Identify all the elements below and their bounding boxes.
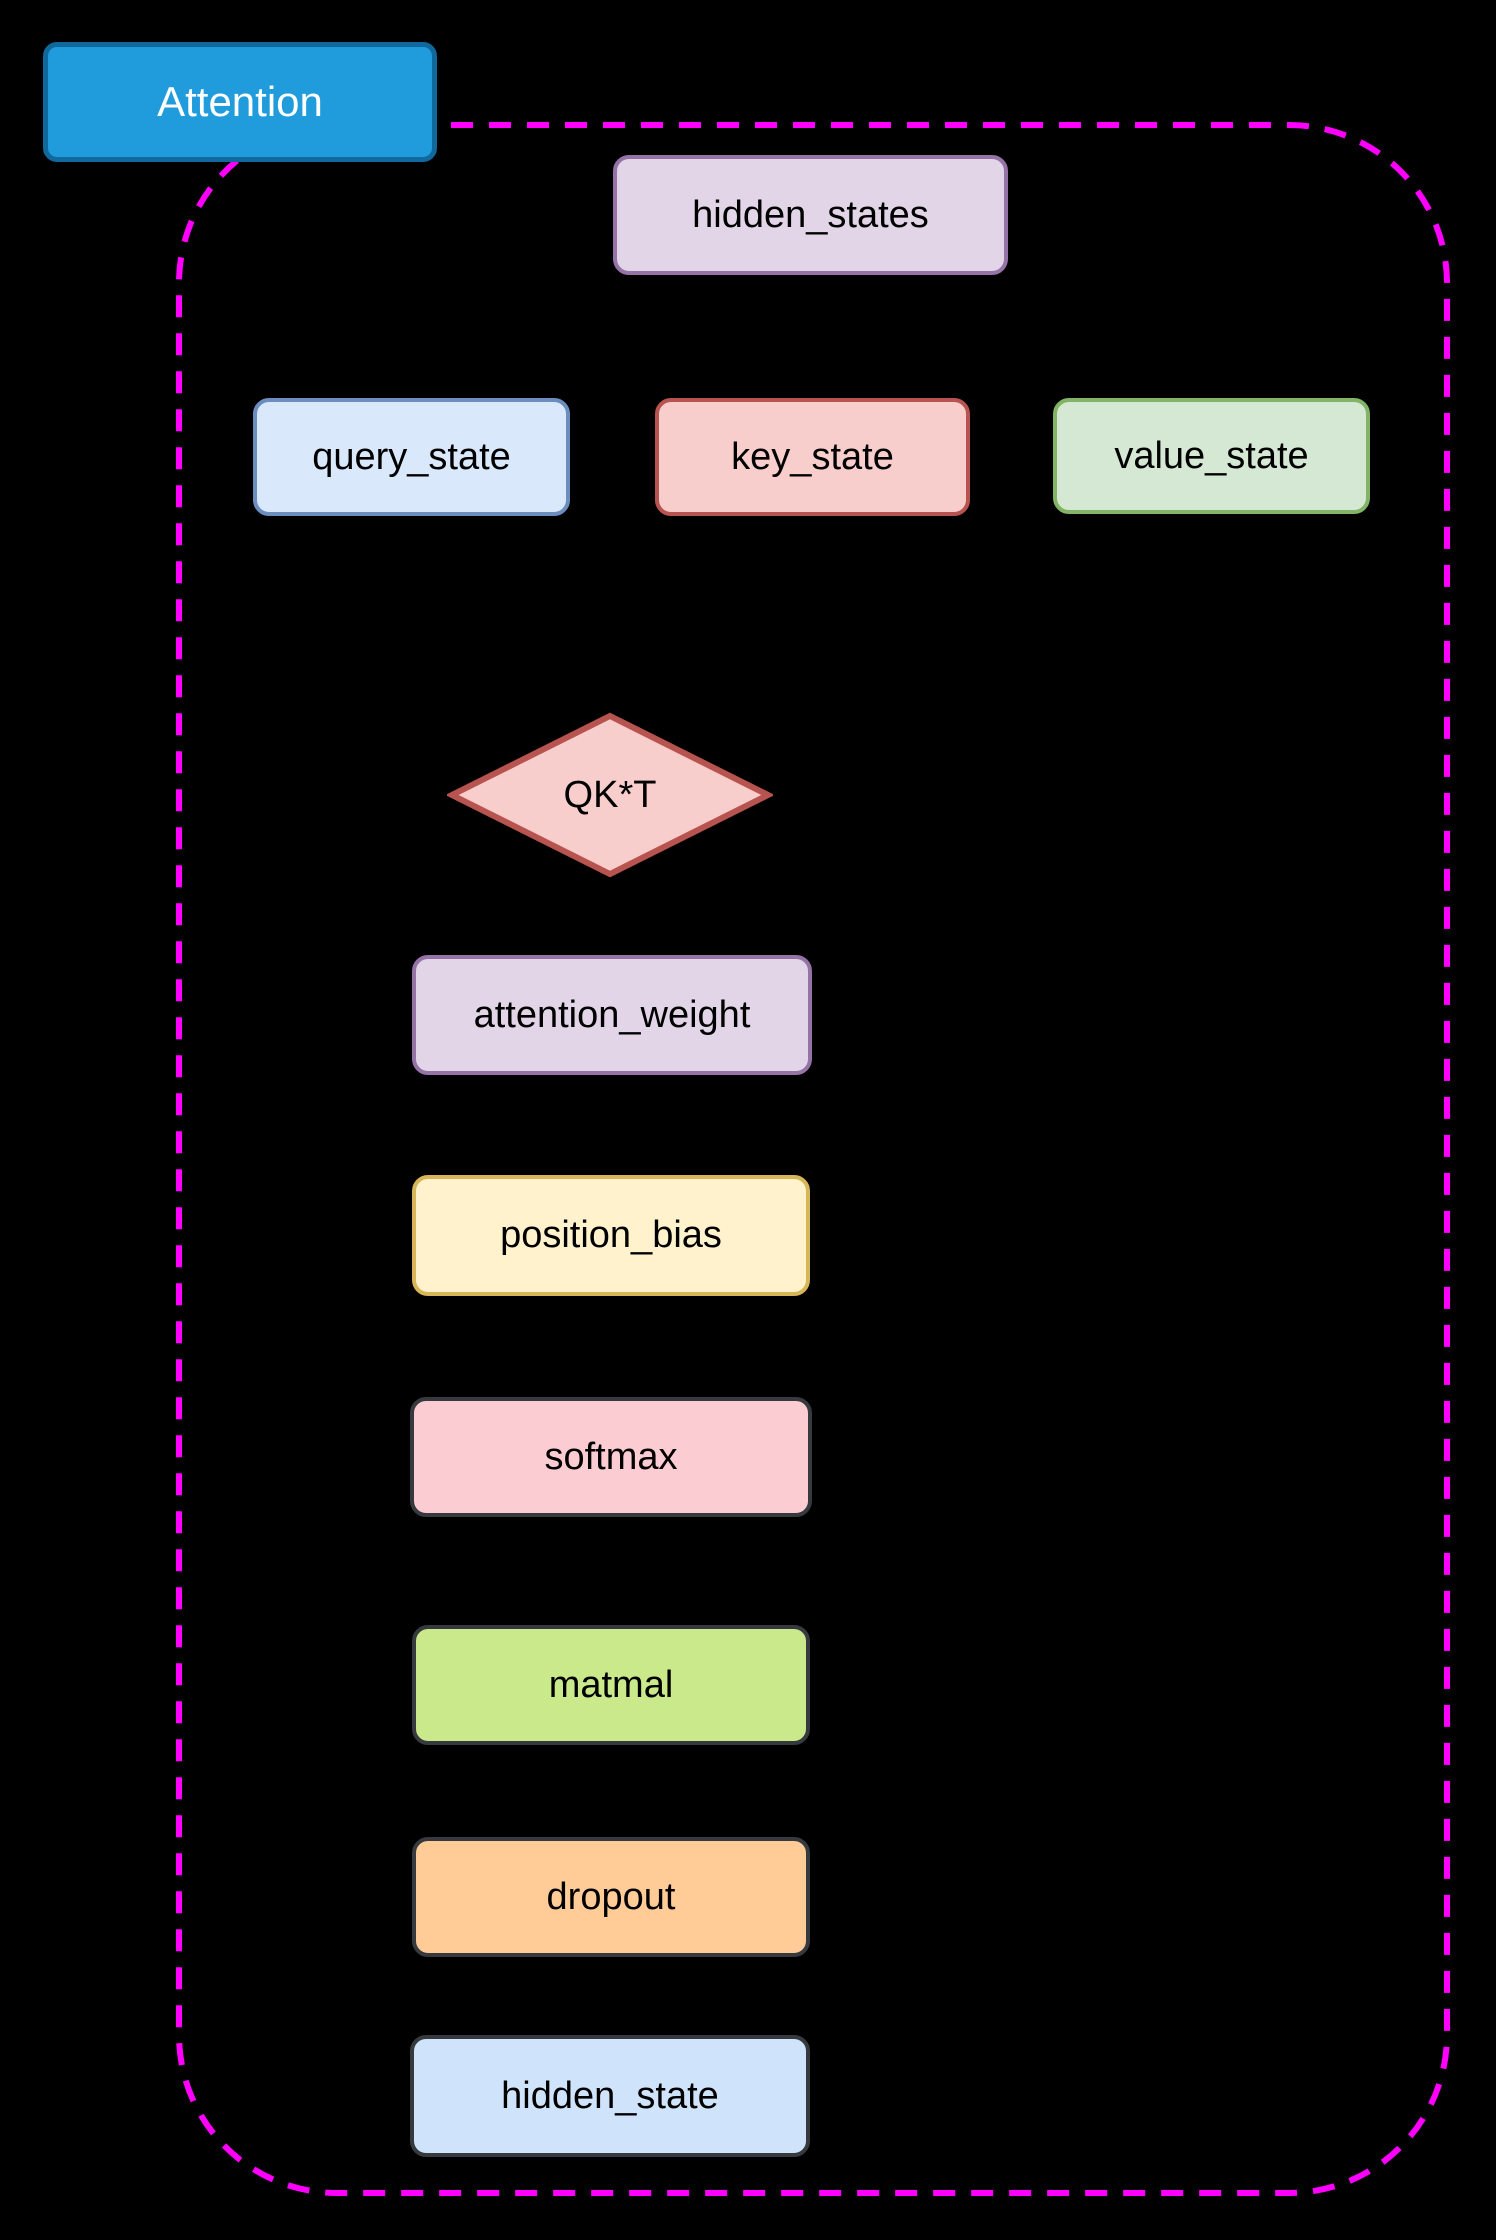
node-softmax-label: softmax [544,1435,678,1478]
node-qkt: QK*T [447,712,773,878]
node-hidden-state-label: hidden_state [501,2074,719,2117]
attention-group-label-text: Attention [157,78,323,125]
attention-group-border [176,122,1450,2196]
node-hidden-states-label: hidden_states [692,193,929,236]
node-dropout-label: dropout [546,1875,676,1918]
node-position-bias: position_bias [412,1175,810,1296]
node-hidden-states: hidden_states [613,155,1008,275]
node-attention-weight-label: attention_weight [473,993,751,1036]
node-dropout: dropout [412,1837,810,1957]
qkt-diamond-shape [447,712,773,878]
node-key-state: key_state [655,398,970,516]
node-softmax: softmax [410,1397,812,1517]
node-attention-weight: attention_weight [412,955,812,1075]
attention-group-border-rect [176,122,1450,2196]
node-hidden-state: hidden_state [410,2035,810,2157]
node-position-bias-label: position_bias [500,1214,722,1256]
attention-group-label: Attention [43,42,437,162]
node-qkt-label: QK*T [563,773,657,816]
qkt-diamond-polygon [447,712,773,878]
node-matmal: matmal [412,1625,810,1745]
node-query-state-label: query_state [312,435,511,478]
node-matmal-label: matmal [548,1663,674,1706]
node-value-state: value_state [1053,398,1370,514]
node-query-state: query_state [253,398,570,516]
node-value-state-label: value_state [1114,434,1309,477]
node-key-state-label: key_state [731,435,894,478]
